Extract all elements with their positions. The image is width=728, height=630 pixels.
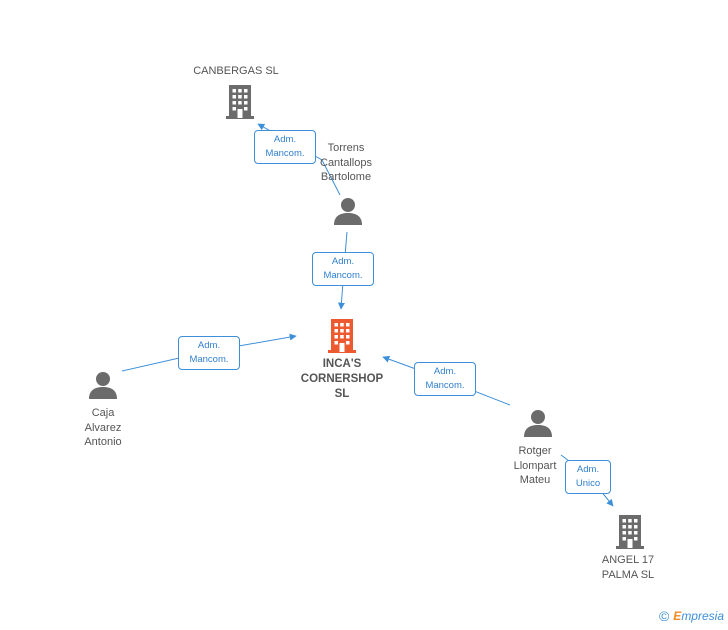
building-icon[interactable] xyxy=(224,84,256,120)
copyright-symbol: © xyxy=(658,608,670,624)
edge-label-caja-incas[interactable]: Adm. Mancom. xyxy=(178,336,240,370)
node-label-canbergas[interactable]: CANBERGAS SL xyxy=(193,65,279,77)
node-label-angel[interactable]: ANGEL 17 PALMA SL xyxy=(601,554,655,581)
edge-label-torrens-canbergas[interactable]: Adm. Mancom. xyxy=(254,130,316,164)
person-icon[interactable] xyxy=(523,408,553,438)
person-icon[interactable] xyxy=(88,370,118,400)
brand-name: Empresia xyxy=(673,609,724,623)
building-icon-main[interactable] xyxy=(326,318,358,354)
building-icon[interactable] xyxy=(614,514,646,550)
node-label-caja[interactable]: Caja Alvarez Antonio xyxy=(84,407,122,448)
edge-label-rotger-angel[interactable]: Adm. Unico xyxy=(565,460,611,494)
empresia-watermark: © Empresia xyxy=(659,608,724,624)
person-icon[interactable] xyxy=(333,196,363,226)
node-label-rotger[interactable]: Rotger Llompart Mateu xyxy=(513,445,557,486)
node-label-torrens[interactable]: Torrens Cantallops Bartolome xyxy=(320,142,372,183)
edge-label-torrens-incas[interactable]: Adm. Mancom. xyxy=(312,252,374,286)
edge-label-rotger-incas[interactable]: Adm. Mancom. xyxy=(414,362,476,396)
node-label-incas[interactable]: INCA'S CORNERSHOP SL xyxy=(300,358,384,400)
